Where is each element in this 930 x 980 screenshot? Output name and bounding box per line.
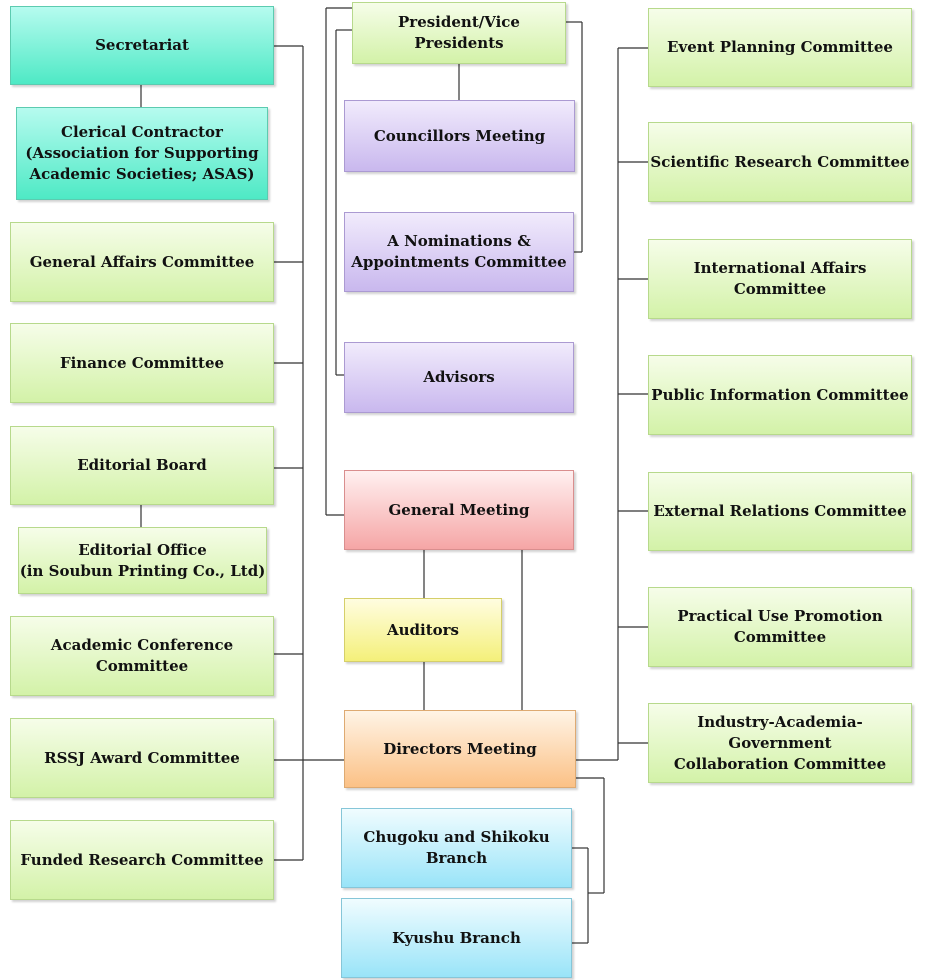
node-directors-meeting: Directors Meeting <box>344 710 576 788</box>
node-industry-academia-government-committee: Industry-Academia-Government Collaborati… <box>648 703 912 783</box>
node-general-affairs-committee: General Affairs Committee <box>10 222 274 302</box>
node-auditors: Auditors <box>344 598 502 662</box>
node-councillors-meeting: Councillors Meeting <box>344 100 575 172</box>
node-advisors: Advisors <box>344 342 574 413</box>
node-editorial-board: Editorial Board <box>10 426 274 505</box>
node-practical-use-promotion-committee: Practical Use Promotion Committee <box>648 587 912 667</box>
node-scientific-research-committee: Scientific Research Committee <box>648 122 912 202</box>
node-chugoku-shikoku-branch: Chugoku and Shikoku Branch <box>341 808 572 888</box>
node-external-relations-committee: External Relations Committee <box>648 472 912 551</box>
node-secretariat: Secretariat <box>10 6 274 85</box>
node-kyushu-branch: Kyushu Branch <box>341 898 572 978</box>
node-clerical-contractor: Clerical Contractor (Association for Sup… <box>16 107 268 200</box>
node-funded-research-committee: Funded Research Committee <box>10 820 274 900</box>
node-public-information-committee: Public Information Committee <box>648 355 912 435</box>
node-general-meeting: General Meeting <box>344 470 574 550</box>
node-finance-committee: Finance Committee <box>10 323 274 403</box>
node-academic-conference-committee: Academic Conference Committee <box>10 616 274 696</box>
node-president-vice-presidents: President/Vice Presidents <box>352 2 566 64</box>
node-nominations-committee: A Nominations & Appointments Committee <box>344 212 574 292</box>
node-event-planning-committee: Event Planning Committee <box>648 8 912 87</box>
node-international-affairs-committee: International Affairs Committee <box>648 239 912 319</box>
node-rssj-award-committee: RSSJ Award Committee <box>10 718 274 798</box>
node-editorial-office: Editorial Office (in Soubun Printing Co.… <box>18 527 267 594</box>
